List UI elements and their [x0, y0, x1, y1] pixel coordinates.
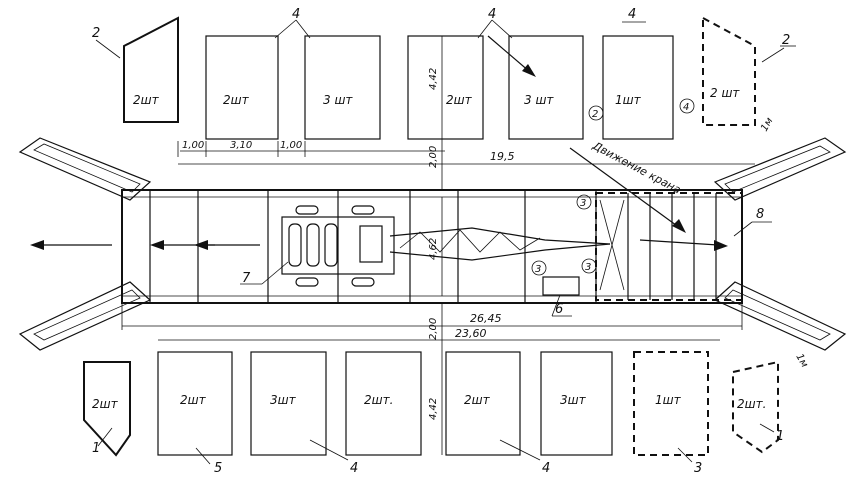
bottom-zone-8-label: 2шт. [737, 397, 766, 411]
circled-marker-3-a: 3 [535, 264, 541, 275]
bottom-zone-7 [633, 351, 709, 456]
circled-marker-3-c: 3 [580, 198, 586, 209]
bottom-zone-6-label: 3шт [560, 393, 587, 407]
top-zone-2 [205, 35, 279, 140]
dim-23-60: 23,60 [455, 327, 487, 340]
circled-marker-4-text: 4 [683, 102, 689, 113]
bottom-zone-3 [250, 351, 327, 456]
building-outline [121, 189, 743, 304]
top-zone-row: 2шт 2шт 3 шт 2шт 3 шт 1шт 2 шт [123, 16, 756, 140]
ramp-bottom-left [18, 281, 152, 351]
top-zone-4-label: 2шт [446, 93, 473, 107]
dim-4-42-bottom: 4,42 [428, 398, 439, 420]
circled-marker-4 [679, 98, 695, 114]
callout-4-top-c: 4 [628, 7, 636, 22]
bottom-zone-4-label: 2шт. [364, 393, 393, 407]
top-callouts: 2 4 4 4 2 2 4 [92, 7, 796, 121]
dim-4-62: 4,62 [428, 238, 439, 260]
crane-boom [389, 227, 611, 245]
ramp-1m-bottom: 1м [793, 352, 810, 370]
bottom-zone-5 [445, 351, 521, 456]
callout-1-bottom-right: 1 [776, 429, 784, 444]
dim-2-00-top: 2,00 [428, 146, 439, 168]
top-zone-6-label: 1шт [615, 93, 642, 107]
callout-3-bottom: 3 [694, 461, 702, 476]
access-ramps: 1м 1м [18, 116, 847, 370]
callout-6: 6 [555, 302, 563, 317]
ramp-bottom-right [713, 281, 847, 351]
top-zone-7 [702, 16, 756, 126]
bottom-zone-row: 2шт 2шт 3шт 2шт. 2шт 3шт 1шт 2шт. [83, 351, 779, 457]
bottom-zone-2-label: 2шт [180, 393, 207, 407]
bottom-zone-6 [540, 351, 613, 456]
movement-arrows: Движение крана [30, 35, 728, 251]
top-zone-1 [123, 16, 179, 123]
callout-2-top-right: 2 [782, 33, 790, 48]
callout-5: 5 [214, 461, 222, 476]
top-zone-1-label: 2шт [133, 93, 160, 107]
dim-2-00-bottom: 2,00 [428, 318, 439, 340]
bottom-zone-7-label: 1шт [655, 393, 682, 407]
center-callouts: 7 8 6 [240, 207, 772, 317]
callout-4-bottom-a: 4 [350, 461, 358, 476]
callout-4-top-a: 4 [292, 7, 300, 22]
top-zone-5-label: 3 шт [524, 93, 554, 107]
bottom-zone-4 [345, 351, 422, 456]
callout-4-top-b: 4 [488, 7, 496, 22]
top-dimensions: 1,00 3,10 1,00 19,5 4,42 2,00 [177, 36, 755, 190]
bottom-zone-1-label: 2шт [92, 397, 119, 411]
top-zone-3 [304, 35, 381, 140]
ramp-1m-top: 1м [759, 116, 776, 134]
crane-truck [281, 216, 395, 275]
crane-platform [595, 192, 743, 301]
bottom-dimensions: 26,45 23,60 2,00 4,42 [121, 303, 743, 455]
top-zone-4 [407, 35, 484, 140]
item-6-box [542, 276, 580, 296]
dim-19-5: 19,5 [490, 150, 515, 163]
callout-1-bottom-left: 1 [92, 441, 100, 456]
callout-4-bottom-b: 4 [542, 461, 550, 476]
building-strip: 3 3 3 4,62 [121, 189, 743, 304]
ramp-top-left [18, 137, 152, 201]
dim-1-00-left: 1,00 [182, 140, 204, 151]
dim-3-10: 3,10 [230, 140, 252, 151]
callout-7: 7 [242, 271, 251, 286]
circled-marker-2-text: 2 [592, 109, 598, 120]
callout-2-top-left: 2 [92, 26, 100, 41]
dim-4-42-top: 4,42 [428, 68, 439, 90]
top-zone-2-label: 2шт [223, 93, 250, 107]
top-zone-6 [602, 35, 674, 140]
top-zone-7-label: 2 шт [710, 86, 740, 100]
dim-1-00-right: 1,00 [280, 140, 302, 151]
bottom-zone-3-label: 3шт [270, 393, 297, 407]
bottom-callouts: 1 5 4 4 3 1 [92, 423, 784, 476]
bottom-zone-1 [83, 361, 131, 457]
bottom-zone-2 [157, 351, 233, 456]
callout-8: 8 [756, 207, 764, 222]
top-zone-3-label: 3 шт [323, 93, 353, 107]
circled-marker-2 [588, 105, 604, 121]
movement-label: Движение крана [590, 139, 684, 197]
circled-marker-3-b: 3 [585, 262, 591, 273]
top-zone-5 [508, 35, 584, 140]
bottom-zone-5-label: 2шт [464, 393, 491, 407]
dim-26-45: 26,45 [470, 312, 502, 325]
bottom-zone-8 [732, 360, 779, 454]
